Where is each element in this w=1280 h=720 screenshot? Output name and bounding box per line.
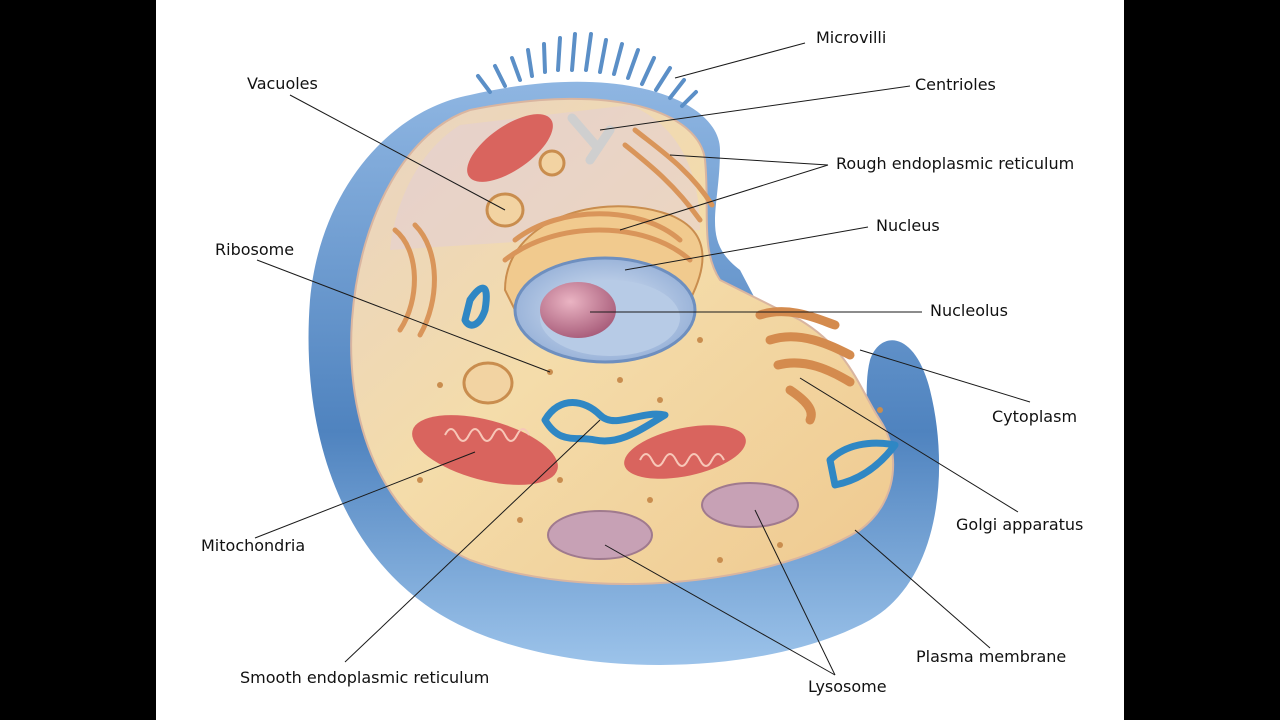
- nucleolus-shape: [540, 282, 616, 338]
- label-plasma-membrane: Plasma membrane: [916, 647, 1066, 666]
- smooth-er-shape: [461, 284, 899, 489]
- label-centrioles: Centrioles: [915, 75, 996, 94]
- label-ribosome: Ribosome: [215, 240, 294, 259]
- label-golgi: Golgi apparatus: [956, 515, 1083, 534]
- leader-nucleus: [624, 226, 869, 271]
- leader-golgi: [799, 377, 1019, 513]
- label-nucleolus: Nucleolus: [930, 301, 1008, 320]
- leader-lines: [254, 42, 1031, 676]
- leader-plasma-membrane: [854, 529, 991, 649]
- label-rough-er: Rough endoplasmic reticulum: [836, 154, 1074, 173]
- label-microvilli: Microvilli: [816, 28, 886, 47]
- leader-lysosome-2: [754, 509, 836, 676]
- leader-mitochondria: [254, 451, 476, 539]
- labels: Microvilli Centrioles Vacuoles Rough end…: [201, 28, 1083, 696]
- leader-lysosome-1: [604, 544, 836, 676]
- leader-rough-er-1: [669, 154, 829, 166]
- centrioles-shape: [567, 113, 615, 165]
- mitochondria-shape: [412, 114, 746, 485]
- ribosomes-shape: [417, 337, 883, 563]
- label-vacuoles: Vacuoles: [247, 74, 318, 93]
- label-mitochondria: Mitochondria: [201, 536, 305, 555]
- label-smooth-er: Smooth endoplasmic reticulum: [240, 668, 489, 687]
- leader-centrioles: [599, 85, 911, 131]
- label-nucleus: Nucleus: [876, 216, 940, 235]
- label-cytoplasm: Cytoplasm: [992, 407, 1077, 426]
- leader-vacuoles: [289, 94, 506, 211]
- microvilli-shape: [476, 32, 698, 108]
- leader-smooth-er: [344, 419, 601, 663]
- leader-ribosome: [256, 259, 551, 373]
- leader-microvilli: [674, 42, 806, 79]
- leader-cytoplasm: [859, 349, 1031, 403]
- label-lysosome: Lysosome: [808, 677, 887, 696]
- leader-rough-er-2: [619, 164, 829, 231]
- golgi-shape: [755, 307, 855, 425]
- rough-er-shape: [392, 127, 715, 338]
- lysosome-shape: [547, 482, 799, 560]
